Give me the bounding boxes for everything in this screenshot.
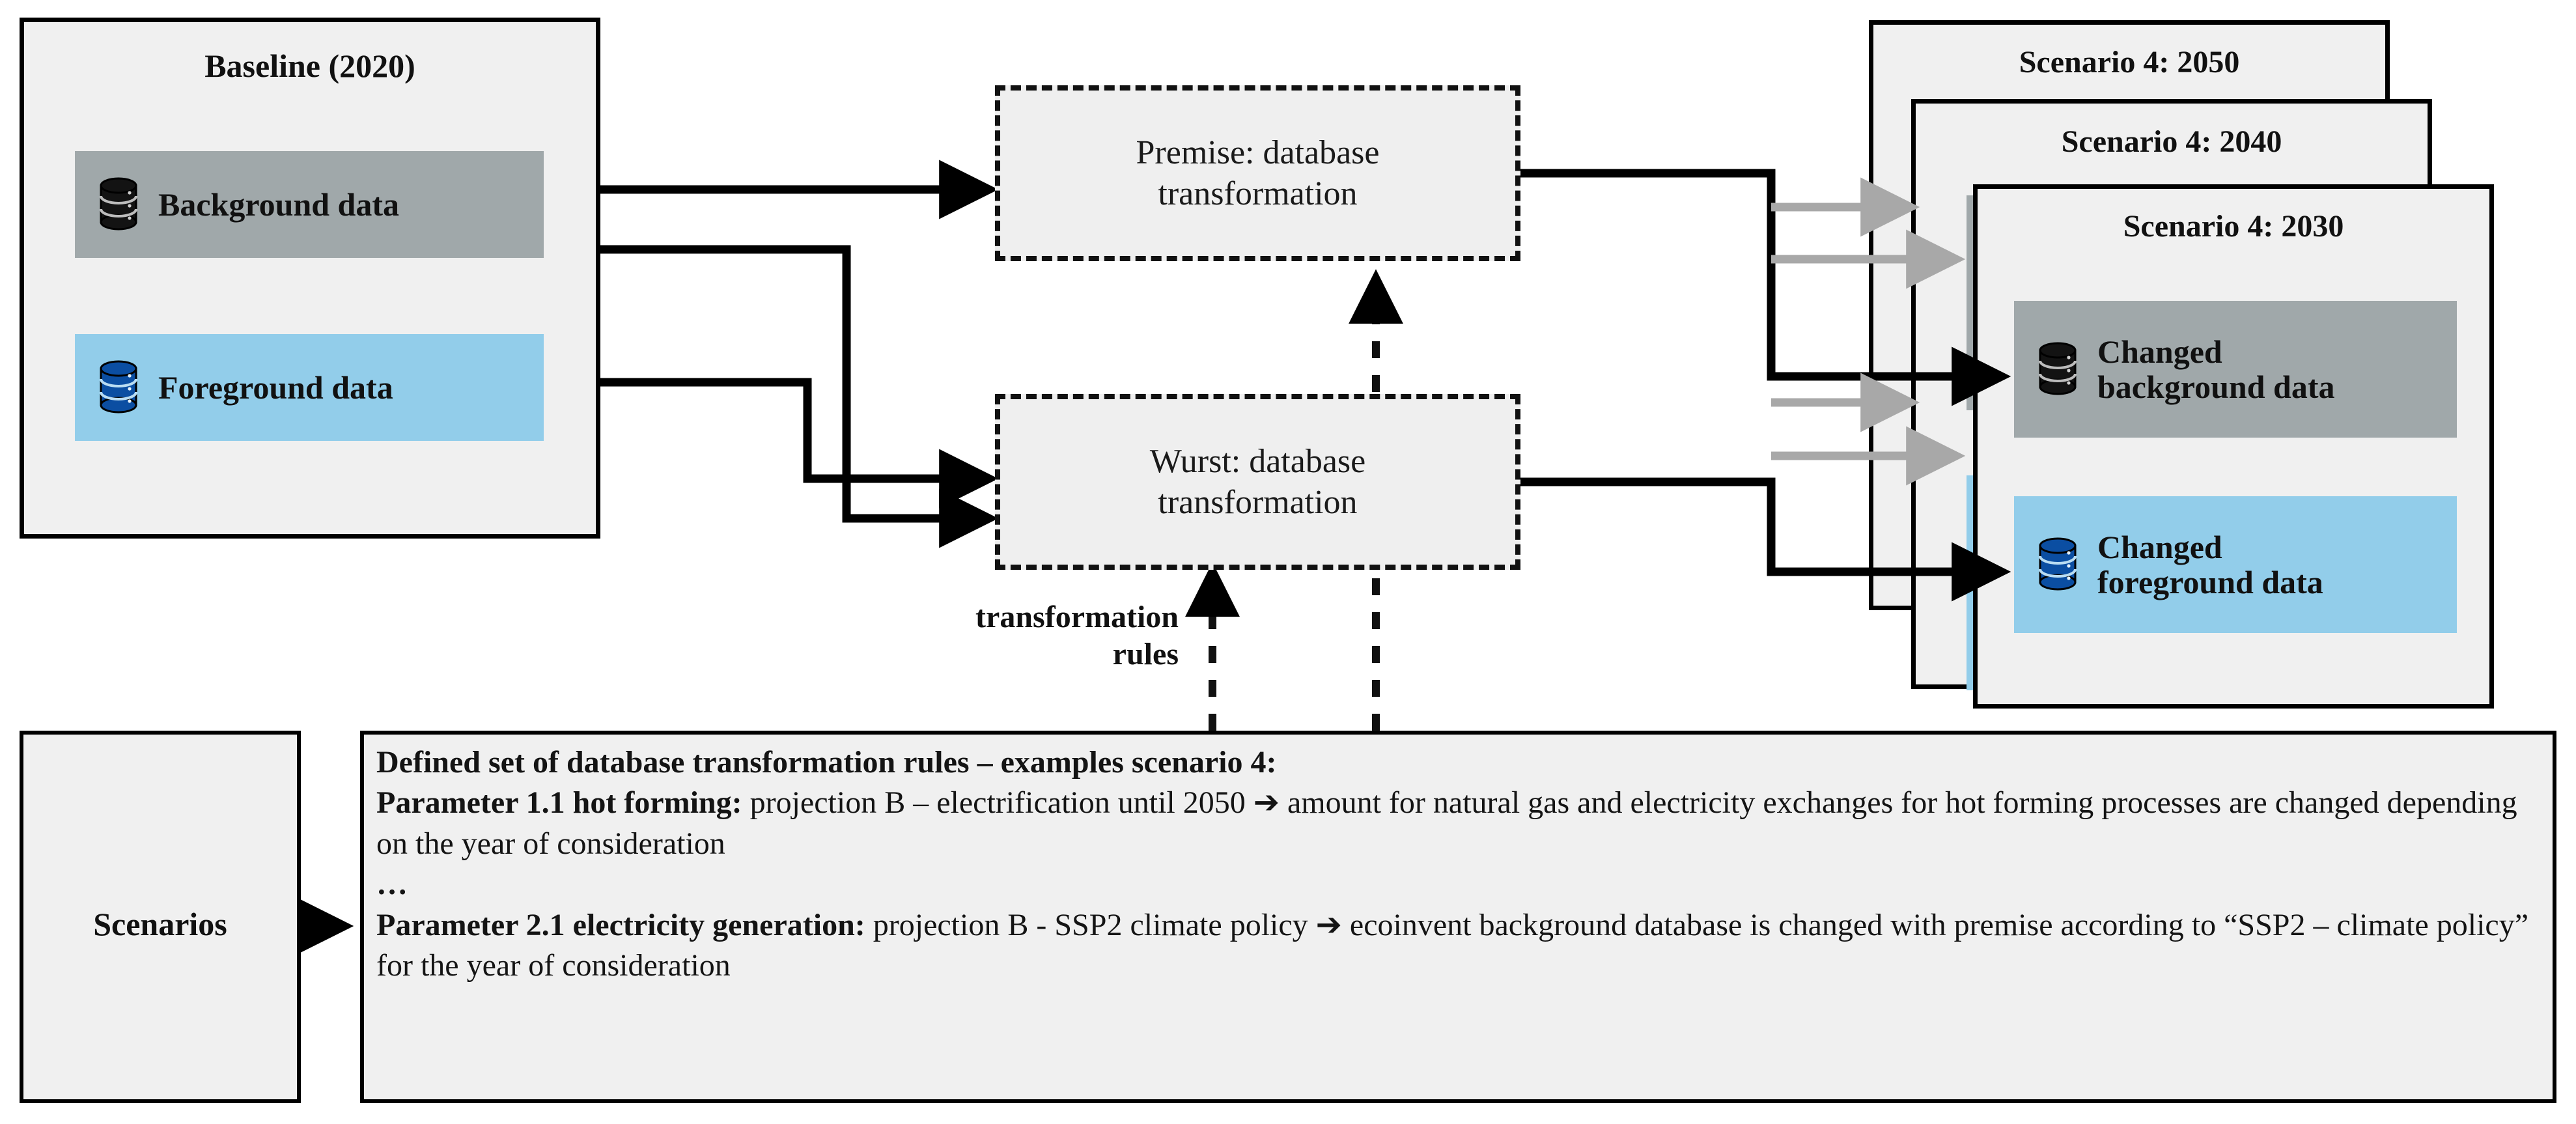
scenario-card-2040-title: Scenario 4: 2040 <box>2061 124 2282 159</box>
scenario-card-2030-title: Scenario 4: 2030 <box>2123 209 2344 244</box>
baseline-foreground-data-block: Foreground data <box>75 334 544 441</box>
baseline-panel <box>20 18 600 539</box>
connector-foreground-to-wurst <box>600 378 999 509</box>
scenario-changed-background-data-label: Changed background data <box>2097 333 2335 405</box>
connector-background-to-wurst <box>600 245 999 548</box>
wurst-transformation-box[interactable]: Wurst: database transformation <box>995 394 1520 570</box>
rules-panel <box>360 731 2556 1103</box>
premise-transformation-box[interactable]: Premise: database transformation <box>995 85 1520 261</box>
database-icon <box>2036 340 2079 399</box>
database-icon <box>97 358 140 417</box>
rules-heading: Defined set of database transformation r… <box>376 745 1277 780</box>
rules-param1-bold: Parameter 1.1 hot forming: <box>376 785 742 821</box>
database-icon <box>97 175 140 234</box>
rules-param2-text: projection B - SSP2 climate policy ➔ eco… <box>376 907 2529 983</box>
baseline-foreground-data-label: Foreground data <box>158 369 393 406</box>
database-icon <box>2036 535 2079 595</box>
scenario-changed-background-data-block: Changed background data <box>2014 301 2457 438</box>
baseline-background-data-block: Background data <box>75 151 544 258</box>
transformation-rules-label: transformation rules <box>975 600 1179 671</box>
rules-param1-text: projection B – electrification until 205… <box>376 785 2517 861</box>
rules-ellipsis: … <box>376 867 409 902</box>
rules-panel-text: Defined set of database transformation r… <box>376 742 2541 986</box>
scenarios-box[interactable] <box>20 731 301 1103</box>
scenarios-box-label: Scenarios <box>93 906 227 942</box>
baseline-panel-title: Baseline (2020) <box>204 48 415 84</box>
scenario-changed-foreground-data-label: Changed foreground data <box>2097 529 2323 600</box>
scenario-card-2050-title: Scenario 4: 2050 <box>2019 45 2240 79</box>
baseline-background-data-label: Background data <box>158 186 400 223</box>
scenario-changed-foreground-data-block: Changed foreground data <box>2014 496 2457 633</box>
rules-param2-bold: Parameter 2.1 electricity generation: <box>376 907 865 942</box>
